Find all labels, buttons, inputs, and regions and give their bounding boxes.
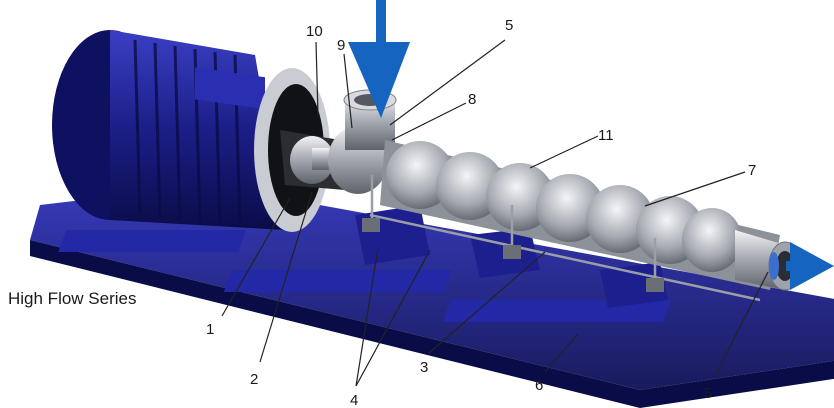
callout-6: 6 bbox=[535, 377, 543, 394]
motor bbox=[52, 30, 330, 232]
callout-labels: 10 9 5 8 11 7 1 2 3 4 6 5 bbox=[206, 17, 756, 408]
callout-5-top: 5 bbox=[505, 17, 513, 34]
callout-5-bottom: 5 bbox=[704, 385, 712, 402]
callout-3: 3 bbox=[420, 359, 428, 376]
callout-10: 10 bbox=[306, 23, 323, 40]
series-caption: High Flow Series bbox=[8, 289, 137, 308]
callout-7: 7 bbox=[748, 162, 756, 179]
stator-tube bbox=[380, 140, 802, 291]
callout-2: 2 bbox=[250, 371, 258, 388]
leader-lines bbox=[221, 39, 769, 387]
callout-4: 4 bbox=[350, 392, 358, 408]
outlet-flow-arrow-icon bbox=[786, 242, 834, 290]
support-feet bbox=[362, 218, 664, 292]
suction-housing bbox=[328, 89, 397, 194]
callout-11: 11 bbox=[598, 127, 614, 144]
callout-8: 8 bbox=[468, 91, 476, 108]
tie-rods bbox=[369, 175, 761, 302]
callout-1: 1 bbox=[206, 321, 214, 338]
inlet-flow-arrow-icon bbox=[348, 0, 410, 118]
base-frame bbox=[30, 185, 834, 408]
callout-9: 9 bbox=[337, 37, 345, 54]
